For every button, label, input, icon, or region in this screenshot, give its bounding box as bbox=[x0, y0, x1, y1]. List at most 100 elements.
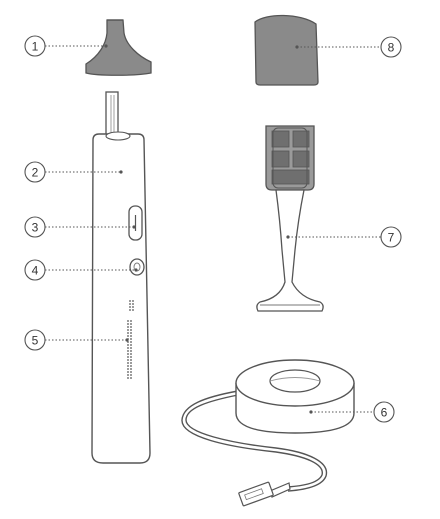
indicator-dot bbox=[132, 306, 134, 308]
callout-anchor-4 bbox=[134, 268, 138, 272]
brush-head-plate bbox=[272, 127, 308, 189]
bristle-tuft bbox=[271, 130, 290, 148]
indicator-dot bbox=[127, 350, 129, 352]
handle-body bbox=[91, 133, 151, 464]
indicator-dot bbox=[130, 341, 132, 343]
indicator-dot bbox=[127, 323, 129, 325]
indicator-dot bbox=[129, 300, 131, 302]
indicator-dot bbox=[127, 344, 129, 346]
callout-circle bbox=[380, 226, 402, 248]
callout-leaders bbox=[45, 45, 381, 413]
callout-4: 4 bbox=[24, 259, 46, 281]
callout-number: 2 bbox=[32, 166, 39, 180]
callout-anchor-2 bbox=[119, 170, 123, 174]
indicator-dot bbox=[130, 362, 132, 364]
indicator-dot bbox=[127, 356, 129, 358]
callout-5: 5 bbox=[24, 329, 46, 351]
indicator-dot bbox=[130, 365, 132, 367]
charging-cable-inner bbox=[185, 394, 328, 492]
charging-base-well-shade bbox=[269, 377, 321, 382]
indicator-dot bbox=[130, 374, 132, 376]
callout-anchor-dots bbox=[104, 44, 313, 414]
indicator-dot bbox=[127, 335, 129, 337]
indicator-dot bbox=[127, 347, 129, 349]
nozzle-cap-body bbox=[85, 19, 152, 76]
callout-number: 3 bbox=[32, 221, 39, 235]
indicator-dot bbox=[129, 309, 131, 311]
callout-anchor-1 bbox=[104, 44, 108, 48]
indicator-dot bbox=[132, 309, 134, 311]
indicator-dot bbox=[130, 359, 132, 361]
callout-1: 1 bbox=[24, 35, 46, 57]
callout-anchor-6 bbox=[309, 410, 313, 414]
power-button bbox=[128, 205, 143, 241]
callout-number: 7 bbox=[388, 231, 395, 245]
nozzle-cap bbox=[85, 19, 152, 76]
callout-number: 4 bbox=[32, 264, 39, 278]
callout-6: 6 bbox=[373, 401, 395, 423]
callout-circle bbox=[24, 259, 46, 281]
callout-anchor-3 bbox=[132, 225, 136, 229]
indicator-dot bbox=[127, 368, 129, 370]
indicator-dot bbox=[127, 377, 129, 379]
indicator-dot bbox=[129, 306, 131, 308]
indicator-dot bbox=[127, 329, 129, 331]
callout-anchor-8 bbox=[295, 45, 299, 49]
indicator-dot bbox=[130, 344, 132, 346]
indicator-dot bbox=[132, 300, 134, 302]
callout-circle bbox=[24, 329, 46, 351]
callout-number: 5 bbox=[32, 334, 39, 348]
mode-button-body bbox=[129, 258, 145, 276]
indicator-dot bbox=[130, 347, 132, 349]
callout-3: 3 bbox=[24, 216, 46, 238]
usb-connector-tab bbox=[244, 488, 264, 501]
indicator-dot bbox=[130, 377, 132, 379]
indicator-dot bbox=[130, 326, 132, 328]
indicator-dot bbox=[127, 326, 129, 328]
indicator-dot bbox=[127, 332, 129, 334]
indicator-dot bbox=[130, 329, 132, 331]
indicator-dot bbox=[130, 353, 132, 355]
callout-anchor-7 bbox=[286, 235, 290, 239]
indicator-dot bbox=[130, 368, 132, 370]
usb-plug bbox=[269, 482, 291, 498]
callout-8: 8 bbox=[380, 36, 402, 58]
indicator-dot bbox=[130, 338, 132, 340]
indicator-dot bbox=[127, 359, 129, 361]
travel-cap-body bbox=[254, 14, 319, 86]
bristle-tuft bbox=[292, 150, 310, 168]
charging-base bbox=[181, 359, 355, 507]
indicator-dot bbox=[130, 350, 132, 352]
indicator-dot bbox=[127, 371, 129, 373]
indicator-dot bbox=[127, 374, 129, 376]
indicator-dot bbox=[129, 303, 131, 305]
indicator-dot bbox=[130, 371, 132, 373]
indicator-dot bbox=[130, 356, 132, 358]
indicator-dot bbox=[130, 320, 132, 322]
drive-shaft bbox=[105, 91, 119, 137]
brush-head-neck bbox=[256, 189, 324, 312]
indicator-dot bbox=[127, 341, 129, 343]
callout-anchor-5 bbox=[125, 338, 129, 342]
charging-cable bbox=[181, 390, 323, 488]
indicator-lights bbox=[127, 300, 134, 379]
callout-circle bbox=[380, 36, 402, 58]
charging-base-well bbox=[269, 369, 321, 393]
indicator-dot bbox=[127, 362, 129, 364]
usb-connector bbox=[238, 481, 274, 507]
indicator-dot bbox=[130, 335, 132, 337]
indicator-dot bbox=[127, 320, 129, 322]
mode-button bbox=[129, 258, 145, 276]
callout-number: 8 bbox=[388, 41, 395, 55]
handle bbox=[91, 91, 151, 464]
callout-2: 2 bbox=[24, 161, 46, 183]
callout-number: 1 bbox=[32, 40, 39, 54]
indicator-dot bbox=[132, 303, 134, 305]
indicator-dot bbox=[130, 323, 132, 325]
bristle-tuft bbox=[292, 130, 310, 148]
indicator-dot bbox=[130, 332, 132, 334]
callout-circle bbox=[24, 216, 46, 238]
brush-head bbox=[256, 125, 324, 312]
bristle-tuft bbox=[271, 169, 310, 185]
